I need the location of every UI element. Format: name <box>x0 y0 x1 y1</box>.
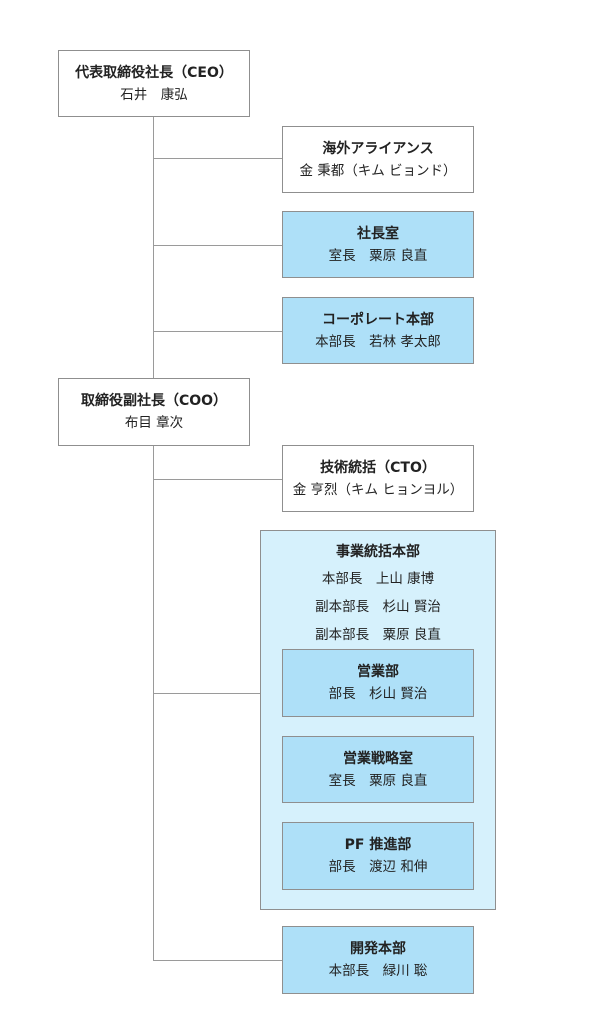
coo-title: 取締役副社長（COO） <box>80 393 228 409</box>
development-division-person: 本部長 緑川 聡 <box>328 963 428 979</box>
connector-overseas <box>153 158 282 159</box>
ceo-box: 代表取締役社長（CEO） 石井 康弘 <box>58 50 250 117</box>
coo-trunk-line <box>153 446 154 960</box>
corporate-division-person: 本部長 若林 孝太郎 <box>315 333 441 350</box>
sales-strategy-box: 営業戦略室 室長 粟原 良直 <box>282 736 474 803</box>
cto-box: 技術統括（CTO） 金 亨烈（キム ヒョンヨル） <box>282 445 474 512</box>
pf-promotion-box: PF 推進部 部長 渡辺 和伸 <box>282 822 474 890</box>
development-division-title: 開発本部 <box>350 941 406 957</box>
president-office-person: 室長 粟原 良直 <box>328 247 428 264</box>
sales-strategy-person: 室長 粟原 良直 <box>328 772 428 789</box>
ceo-title: 代表取締役社長（CEO） <box>75 64 233 81</box>
connector-business-division <box>153 693 260 694</box>
corporate-division-box: コーポレート本部 本部長 若林 孝太郎 <box>282 297 474 364</box>
sales-dept-person: 部長 杉山 賢治 <box>328 686 428 702</box>
overseas-alliance-title: 海外アライアンス <box>322 140 434 157</box>
ceo-person: 石井 康弘 <box>120 86 188 103</box>
connector-development <box>153 960 282 961</box>
cto-title: 技術統括（CTO） <box>320 459 436 476</box>
business-division-person: 副本部長 杉山 賢治 <box>315 599 441 615</box>
business-division-title: 事業統括本部 <box>336 544 420 560</box>
corporate-division-title: コーポレート本部 <box>322 311 434 328</box>
pf-promotion-person: 部長 渡辺 和伸 <box>328 859 428 875</box>
cto-person: 金 亨烈（キム ヒョンヨル） <box>292 481 464 498</box>
connector-president-office <box>153 245 282 246</box>
business-division-person: 本部長 上山 康博 <box>321 571 435 587</box>
ceo-trunk-line <box>153 117 154 378</box>
connector-cto <box>153 479 282 480</box>
pf-promotion-title: PF 推進部 <box>344 837 412 853</box>
coo-person: 布目 章次 <box>124 415 184 431</box>
coo-box: 取締役副社長（COO） 布目 章次 <box>58 378 250 446</box>
sales-strategy-title: 営業戦略室 <box>343 750 413 767</box>
overseas-alliance-box: 海外アライアンス 金 秉都（キム ビョンド） <box>282 126 474 193</box>
connector-corporate <box>153 331 282 332</box>
president-office-title: 社長室 <box>357 225 399 242</box>
business-division-person: 副本部長 粟原 良直 <box>315 627 441 643</box>
sales-dept-title: 営業部 <box>357 664 399 680</box>
president-office-box: 社長室 室長 粟原 良直 <box>282 211 474 278</box>
sales-dept-box: 営業部 部長 杉山 賢治 <box>282 649 474 717</box>
development-division-box: 開発本部 本部長 緑川 聡 <box>282 926 474 994</box>
overseas-alliance-person: 金 秉都（キム ビョンド） <box>299 162 457 179</box>
